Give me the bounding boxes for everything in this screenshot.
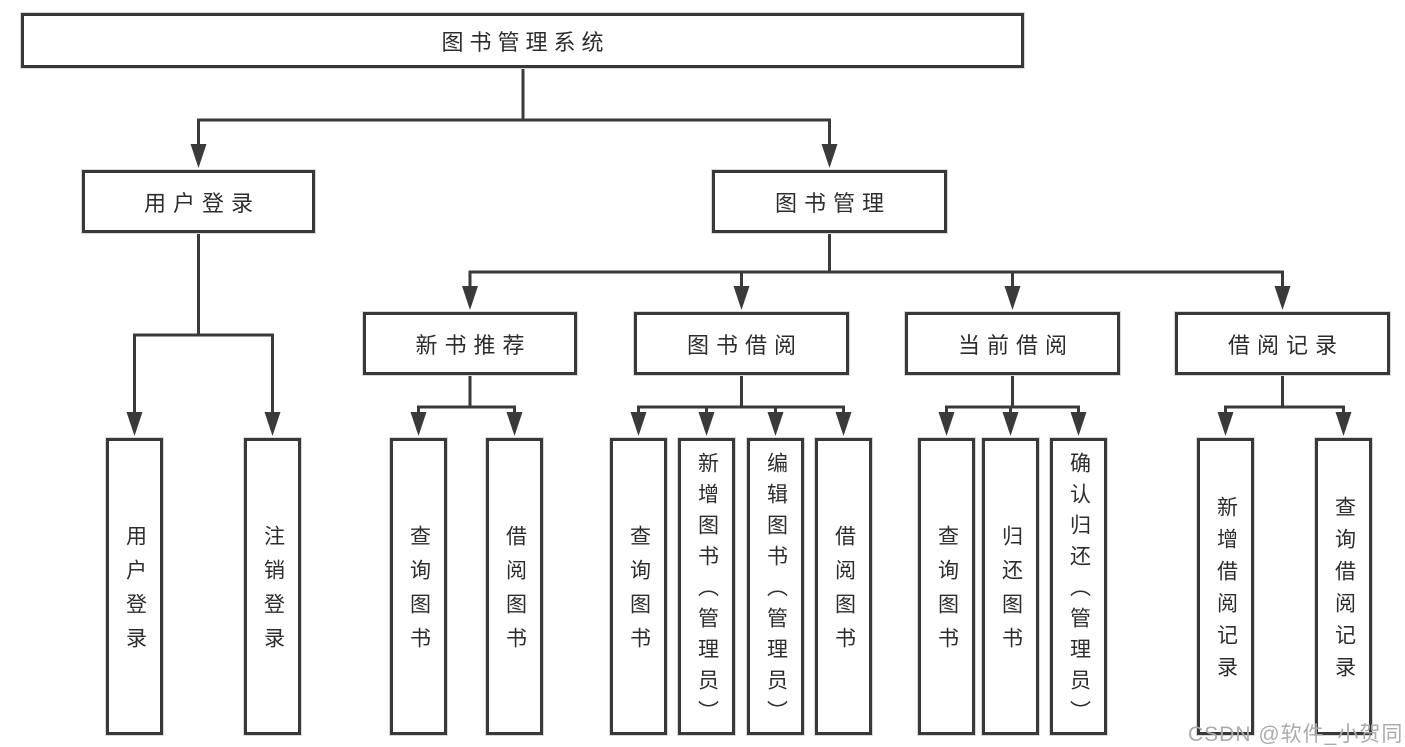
leaf-query-borrow-record: 查询借阅记录 <box>1315 438 1372 735</box>
node-current-borrow-label: 当前借阅 <box>957 332 1074 358</box>
leaf-return-book: 归还图书 <box>982 438 1039 735</box>
node-root-label: 图书管理系统 <box>441 29 610 55</box>
node-book-borrow-label: 图书借阅 <box>686 332 803 358</box>
node-borrow-records-label: 借阅记录 <box>1227 332 1344 358</box>
leaf-add-borrow-record: 新增借阅记录 <box>1197 438 1254 735</box>
leaf-query-borrow-record-label: 查询借阅记录 <box>1332 496 1356 688</box>
node-book-management-label: 图书管理 <box>774 190 891 216</box>
leaf-borrow-books-recommend-label: 借阅图书 <box>503 525 527 661</box>
node-new-book-recommend-label: 新书推荐 <box>415 332 532 358</box>
leaf-query-books-recommend: 查询图书 <box>390 438 447 735</box>
node-book-borrow: 图书借阅 <box>634 312 849 375</box>
node-user-login: 用户登录 <box>82 170 315 233</box>
leaf-query-books-borrow: 查询图书 <box>610 438 667 735</box>
leaf-logout: 注销登录 <box>244 438 301 735</box>
leaf-add-book-admin-label: 新增图书（管理员） <box>695 452 719 731</box>
node-current-borrow: 当前借阅 <box>905 312 1120 375</box>
leaf-edit-book-admin: 编辑图书（管理员） <box>747 438 804 735</box>
node-root: 图书管理系统 <box>21 13 1024 68</box>
leaf-user-login: 用户登录 <box>106 438 163 735</box>
node-borrow-records: 借阅记录 <box>1175 312 1390 375</box>
leaf-borrow-books-recommend: 借阅图书 <box>486 438 543 735</box>
leaf-query-books-current-label: 查询图书 <box>935 525 959 661</box>
leaf-borrow-books-label: 借阅图书 <box>832 525 856 661</box>
leaf-confirm-return-admin: 确认归还（管理员） <box>1050 438 1107 735</box>
leaf-logout-label: 注销登录 <box>261 525 285 661</box>
node-book-management: 图书管理 <box>712 170 947 233</box>
leaf-user-login-label: 用户登录 <box>123 525 147 661</box>
node-new-book-recommend: 新书推荐 <box>363 312 577 375</box>
leaf-borrow-books: 借阅图书 <box>815 438 872 735</box>
csdn-watermark: CSDN @软件_小贺同学 <box>1188 723 1405 746</box>
leaf-query-books-current: 查询图书 <box>918 438 975 735</box>
leaf-query-books-borrow-label: 查询图书 <box>627 525 651 661</box>
leaf-return-book-label: 归还图书 <box>999 525 1023 661</box>
leaf-add-book-admin: 新增图书（管理员） <box>678 438 735 735</box>
leaf-add-borrow-record-label: 新增借阅记录 <box>1214 496 1238 688</box>
node-user-login-label: 用户登录 <box>143 190 260 216</box>
leaf-query-books-recommend-label: 查询图书 <box>407 525 431 661</box>
leaf-edit-book-admin-label: 编辑图书（管理员） <box>764 452 788 731</box>
leaf-confirm-return-admin-label: 确认归还（管理员） <box>1067 452 1091 731</box>
